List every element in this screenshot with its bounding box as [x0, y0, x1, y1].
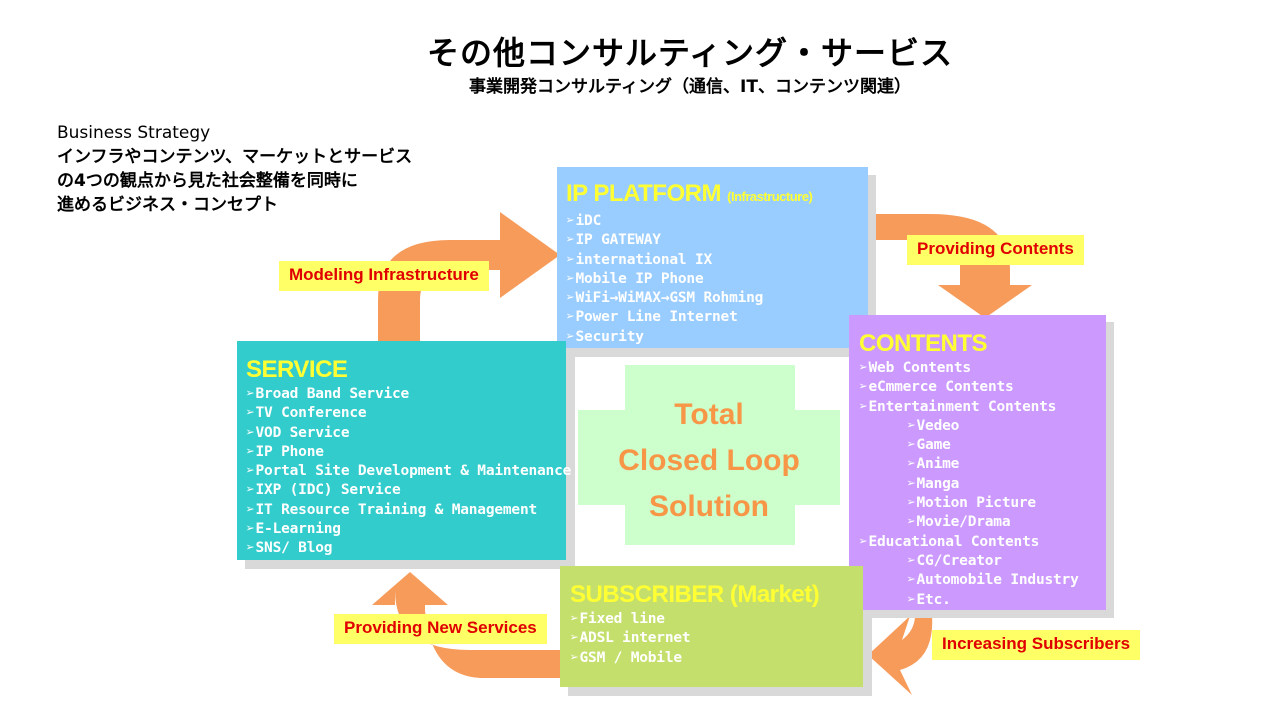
list-item: ➢Entertainment Contents [859, 398, 1057, 415]
providing-services-label: Providing New Services [334, 614, 547, 644]
list-item: ➢Automobile Industry [907, 572, 1079, 589]
bullet-icon: ➢ [566, 251, 575, 268]
list-item: ➢eCmmerce Contents [859, 379, 1014, 396]
center-line: Total [674, 398, 744, 431]
list-item: ➢SNS/ Blog [246, 540, 333, 557]
service-box: SERVICE ➢Broad Band Service ➢TV Conferen… [237, 341, 572, 560]
ip-platform-title: IP PLATFORM (Infrastructure) [566, 181, 858, 210]
list-item: ➢international IX [566, 251, 713, 268]
list-item: ➢Game [907, 437, 951, 454]
bullet-icon: ➢ [570, 649, 579, 666]
list-item: ➢Fixed line [570, 611, 665, 627]
list-item: ➢Mobile IP Phone [566, 270, 704, 287]
bullet-icon: ➢ [859, 379, 868, 396]
bullet-icon: ➢ [907, 495, 916, 512]
list-item: ➢Power Line Internet [566, 309, 738, 326]
list-item: ➢Etc. [907, 591, 951, 608]
ip-platform-title-text: IP PLATFORM [566, 180, 721, 207]
bullet-icon: ➢ [246, 463, 255, 480]
strategy-line: の4つの観点から見た社会整備を同時に [57, 171, 358, 191]
bullet-icon: ➢ [566, 232, 575, 249]
subscriber-box: SUBSCRIBER (Market) ➢Fixed line ➢ADSL in… [560, 566, 863, 687]
contents-box: CONTENTS ➢Web Contents ➢eCmmerce Contents… [849, 315, 1106, 610]
subscriber-title: SUBSCRIBER (Market) [570, 581, 820, 608]
bullet-icon: ➢ [859, 533, 868, 550]
bullet-icon: ➢ [907, 456, 916, 473]
page-subtitle: 事業開発コンサルティング（通信、IT、コンテンツ関連） [469, 77, 911, 97]
contents-title: CONTENTS [859, 330, 988, 357]
list-item: ➢Security [566, 328, 644, 345]
list-item: ➢CG/Creator [907, 552, 1002, 569]
bullet-icon: ➢ [566, 328, 575, 345]
increasing-subscribers-arrow [868, 615, 933, 695]
center-line: Solution [649, 490, 769, 523]
bullet-icon: ➢ [859, 398, 868, 415]
page-title: その他コンサルティング・サービス [426, 34, 954, 72]
ip-platform-box: IP PLATFORM (Infrastructure) ➢iDC ➢IP GA… [557, 167, 868, 348]
contents-list: ➢Web Contents ➢eCmmerce Contents ➢Entertai… [859, 359, 1098, 610]
bullet-icon: ➢ [246, 386, 255, 402]
list-item: ➢Motion Picture [907, 495, 1036, 512]
list-item: ➢Educational Contents [859, 533, 1040, 550]
bullet-icon: ➢ [246, 501, 255, 518]
bullet-icon: ➢ [907, 572, 916, 589]
bullet-icon: ➢ [907, 437, 916, 454]
list-item: ➢WiFi→WiMAX→GSM Rohming [566, 290, 764, 307]
bullet-icon: ➢ [570, 611, 579, 627]
bullet-icon: ➢ [570, 630, 579, 647]
bullet-icon: ➢ [907, 417, 916, 434]
list-item: ➢Movie/Drama [907, 514, 1011, 531]
center-cross-shape [578, 365, 840, 545]
list-item: ➢iDC [566, 213, 602, 229]
ip-platform-subtitle: (Infrastructure) [727, 189, 813, 204]
providing-contents-arrow [875, 214, 1032, 318]
strategy-heading: Business Strategy [57, 123, 211, 143]
bullet-icon: ➢ [907, 591, 916, 608]
list-item: ➢IT Resource Training & Management [246, 501, 538, 518]
center-line: Closed Loop [618, 444, 800, 477]
bullet-icon: ➢ [907, 475, 916, 492]
bullet-icon: ➢ [566, 270, 575, 287]
strategy-line: インフラやコンテンツ、マーケットとサービス [57, 147, 413, 167]
list-item: ➢Broad Band Service [246, 386, 410, 402]
list-item: ➢Vedeo [907, 417, 960, 434]
bullet-icon: ➢ [566, 290, 575, 307]
list-item: ➢Web Contents [859, 360, 971, 376]
bullet-icon: ➢ [246, 424, 255, 441]
bullet-icon: ➢ [907, 552, 916, 569]
modeling-infrastructure-label: Modeling Infrastructure [279, 261, 489, 291]
increasing-subscribers-label: Increasing Subscribers [932, 630, 1141, 660]
list-item: ➢ADSL internet [570, 630, 691, 647]
bullet-icon: ➢ [246, 540, 255, 557]
ip-platform-list: ➢iDC ➢IP GATEWAY ➢international IX ➢Mobi… [566, 212, 858, 347]
list-item: ➢IXP (IDC) Service [246, 482, 401, 499]
subscriber-list: ➢Fixed line ➢ADSL internet ➢GSM / Mobile [570, 610, 853, 668]
bullet-icon: ➢ [246, 443, 255, 460]
list-item: ➢TV Conference [246, 405, 367, 422]
list-item: ➢Portal Site Development & Maintenance [246, 463, 572, 480]
bullet-icon: ➢ [566, 213, 575, 229]
list-item: ➢E-Learning [246, 521, 341, 538]
bullet-icon: ➢ [859, 360, 868, 376]
service-title: SERVICE [246, 356, 348, 383]
list-item: ➢IP Phone [246, 443, 324, 460]
providing-services-arrow [372, 572, 565, 678]
modeling-infrastructure-arrow [378, 212, 560, 345]
business-strategy-text: Business Strategy インフラやコンテンツ、マーケットとサービス … [57, 121, 457, 217]
bullet-icon: ➢ [246, 405, 255, 422]
providing-contents-label: Providing Contents [907, 235, 1084, 265]
list-item: ➢Anime [907, 456, 960, 473]
bullet-icon: ➢ [246, 521, 255, 538]
list-item: ➢IP GATEWAY [566, 232, 661, 249]
bullet-icon: ➢ [246, 482, 255, 499]
list-item: ➢Manga [907, 475, 960, 492]
service-list: ➢Broad Band Service ➢TV Conference ➢VOD … [246, 385, 572, 559]
bullet-icon: ➢ [907, 514, 916, 531]
bullet-icon: ➢ [566, 309, 575, 326]
list-item: ➢VOD Service [246, 424, 350, 441]
strategy-line: 進めるビジネス・コンセプト [57, 195, 278, 215]
list-item: ➢GSM / Mobile [570, 649, 682, 666]
center-solution-text: Total Closed Loop Solution [578, 392, 840, 530]
